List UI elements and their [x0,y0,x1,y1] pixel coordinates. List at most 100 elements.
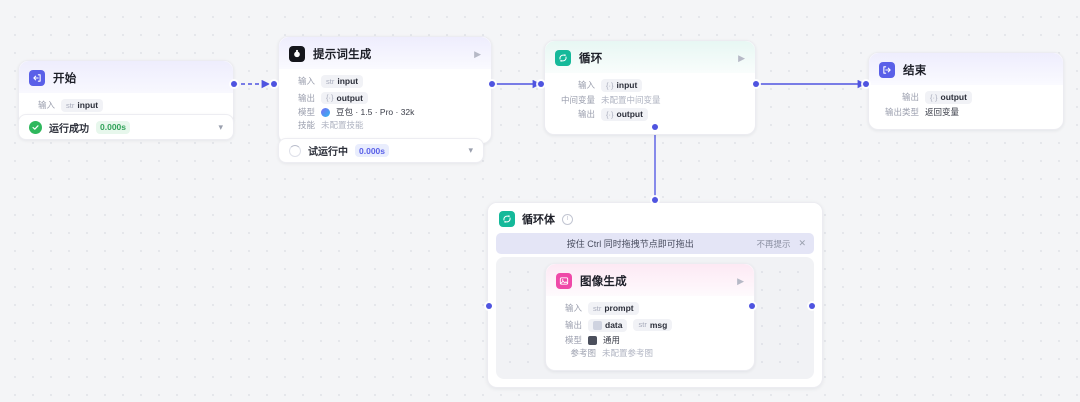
var-chip-data[interactable]: data [588,318,628,332]
drag-hint-banner: 按住 Ctrl 同时拖拽节点即可拖出 不再提示 ✕ [496,233,814,254]
row-label: 输入 [577,80,595,90]
port-prompt-out[interactable] [489,81,495,87]
status-prompt[interactable]: 试运行中 0.000s ▾ [278,138,484,163]
var-name: data [605,319,623,330]
success-icon [29,120,42,134]
type-tag: str [638,320,647,330]
node-image-title: 图像生成 [580,276,627,288]
var-name: input [77,100,99,110]
row-label: 输出 [297,92,315,103]
node-end[interactable]: 结束 输出 {·} output 输出类型 返回变量 [868,52,1064,130]
image-icon [556,273,572,289]
node-end-body: 输出 {·} output 输出类型 返回变量 [869,85,1063,129]
loop-icon [555,50,571,66]
row-label: 输出类型 [884,106,919,117]
var-chip-input[interactable]: {·} input [601,79,643,92]
node-image-body: 输入 str prompt 输出 data str msg [546,296,754,370]
var-chip-msg[interactable]: str msg [633,318,673,332]
type-tag: str [66,100,75,110]
node-loop-body: 输入 {·} input 中间变量 未配置中间变量 输出 {·} output [545,73,755,134]
drag-hint-text: 按住 Ctrl 同时拖拽节点即可拖出 [566,239,694,249]
port-start-out[interactable] [231,81,237,87]
node-image-header: 图像生成 ▶ [546,264,754,296]
port-loopbody-left[interactable] [486,303,492,309]
type-tag: str [593,303,602,313]
var-chip-output[interactable]: {·} output [925,91,972,104]
loop-body-title: 循环体 [522,214,555,226]
port-loop-out[interactable] [753,81,759,87]
row-model: 模型 豆包 · 1.5 · Pro · 32k [289,108,481,117]
skill-value: 未配置技能 [321,120,364,130]
status-time: 0.000s [355,144,389,157]
model-brand-icon [321,108,330,117]
node-prompt-generation[interactable]: 提示词生成 ▶ 输入 str input 输出 {·} output 模型 [278,36,492,144]
var-chip-output[interactable]: {·} output [321,91,368,104]
model-name: 通用 [603,334,621,345]
llm-icon [289,46,305,62]
run-node-icon[interactable]: ▶ [738,52,745,63]
image-type-icon [593,320,602,330]
row-skill: 技能 未配置技能 [289,121,481,130]
var-name: msg [649,319,668,330]
output-type-value: 返回变量 [925,106,960,117]
loop-body-container[interactable]: 循环体 i 按住 Ctrl 同时拖拽节点即可拖出 不再提示 ✕ 图像生成 ▶ [487,202,823,388]
chevron-down-icon[interactable]: ▾ [218,121,223,132]
row-input: 输入 str input [29,99,223,112]
node-start-body: 输入 str input [19,93,233,125]
dismiss-hint-button[interactable]: 不再提示 [756,238,791,249]
status-text: 运行成功 [49,123,89,135]
type-tag: str [326,76,335,86]
var-chip-output[interactable]: {·} output [601,108,648,121]
port-loop-in[interactable] [538,81,544,87]
reference-image-value: 未配置参考图 [602,347,654,358]
node-loop-title: 循环 [579,53,603,65]
loop-body-header: 循环体 i [488,203,822,233]
node-end-title: 结束 [903,65,927,77]
start-icon [29,70,45,86]
node-image-generation[interactable]: 图像生成 ▶ 输入 str prompt 输出 data [545,263,755,371]
var-name: output [616,109,643,119]
row-label: 输入 [564,303,582,313]
row-output: 输出 {·} output [289,91,481,104]
node-loop[interactable]: 循环 ▶ 输入 {·} input 中间变量 未配置中间变量 输出 {·} ou… [544,40,756,135]
port-prompt-in[interactable] [271,81,277,87]
row-input: 输入 {·} input [555,79,745,92]
var-name: prompt [604,303,634,313]
close-icon[interactable]: ✕ [798,238,806,248]
port-image-out[interactable] [749,303,755,309]
row-label: 中间变量 [560,94,595,105]
row-label: 技能 [297,120,315,130]
model-brand-icon [588,335,597,345]
var-name: input [616,80,638,90]
var-chip-input[interactable]: str input [61,99,104,112]
port-end-in[interactable] [863,81,869,87]
row-input: 输入 str prompt [556,302,744,315]
port-loopbody-right[interactable] [809,303,815,309]
run-node-icon[interactable]: ▶ [474,48,481,59]
node-end-header: 结束 [869,53,1063,85]
node-prompt-title: 提示词生成 [313,49,372,61]
end-icon [879,62,895,78]
port-loopbody-top[interactable] [652,197,658,203]
spinner-icon [289,144,301,157]
run-node-icon[interactable]: ▶ [737,275,744,286]
status-text: 试运行中 [308,147,348,158]
row-output: 输出 {·} output [555,108,745,121]
var-name: output [336,92,363,103]
var-chip-input[interactable]: str input [321,75,364,88]
type-tag: {·} [606,80,614,90]
info-icon[interactable]: i [562,213,573,225]
row-label: 模型 [564,334,582,345]
node-start-title: 开始 [53,73,77,85]
chevron-down-icon[interactable]: ▾ [468,145,473,155]
var-chip-prompt[interactable]: str prompt [588,302,639,315]
row-label: 输入 [37,100,55,110]
port-loop-bottom[interactable] [652,124,658,130]
row-model: 模型 通用 [556,334,744,345]
row-label: 输入 [297,76,315,86]
status-start[interactable]: 运行成功 0.000s ▾ [18,114,234,140]
intermediate-var-value: 未配置中间变量 [601,94,661,105]
row-label: 参考图 [570,347,596,358]
row-reference-image: 参考图 未配置参考图 [556,347,744,358]
